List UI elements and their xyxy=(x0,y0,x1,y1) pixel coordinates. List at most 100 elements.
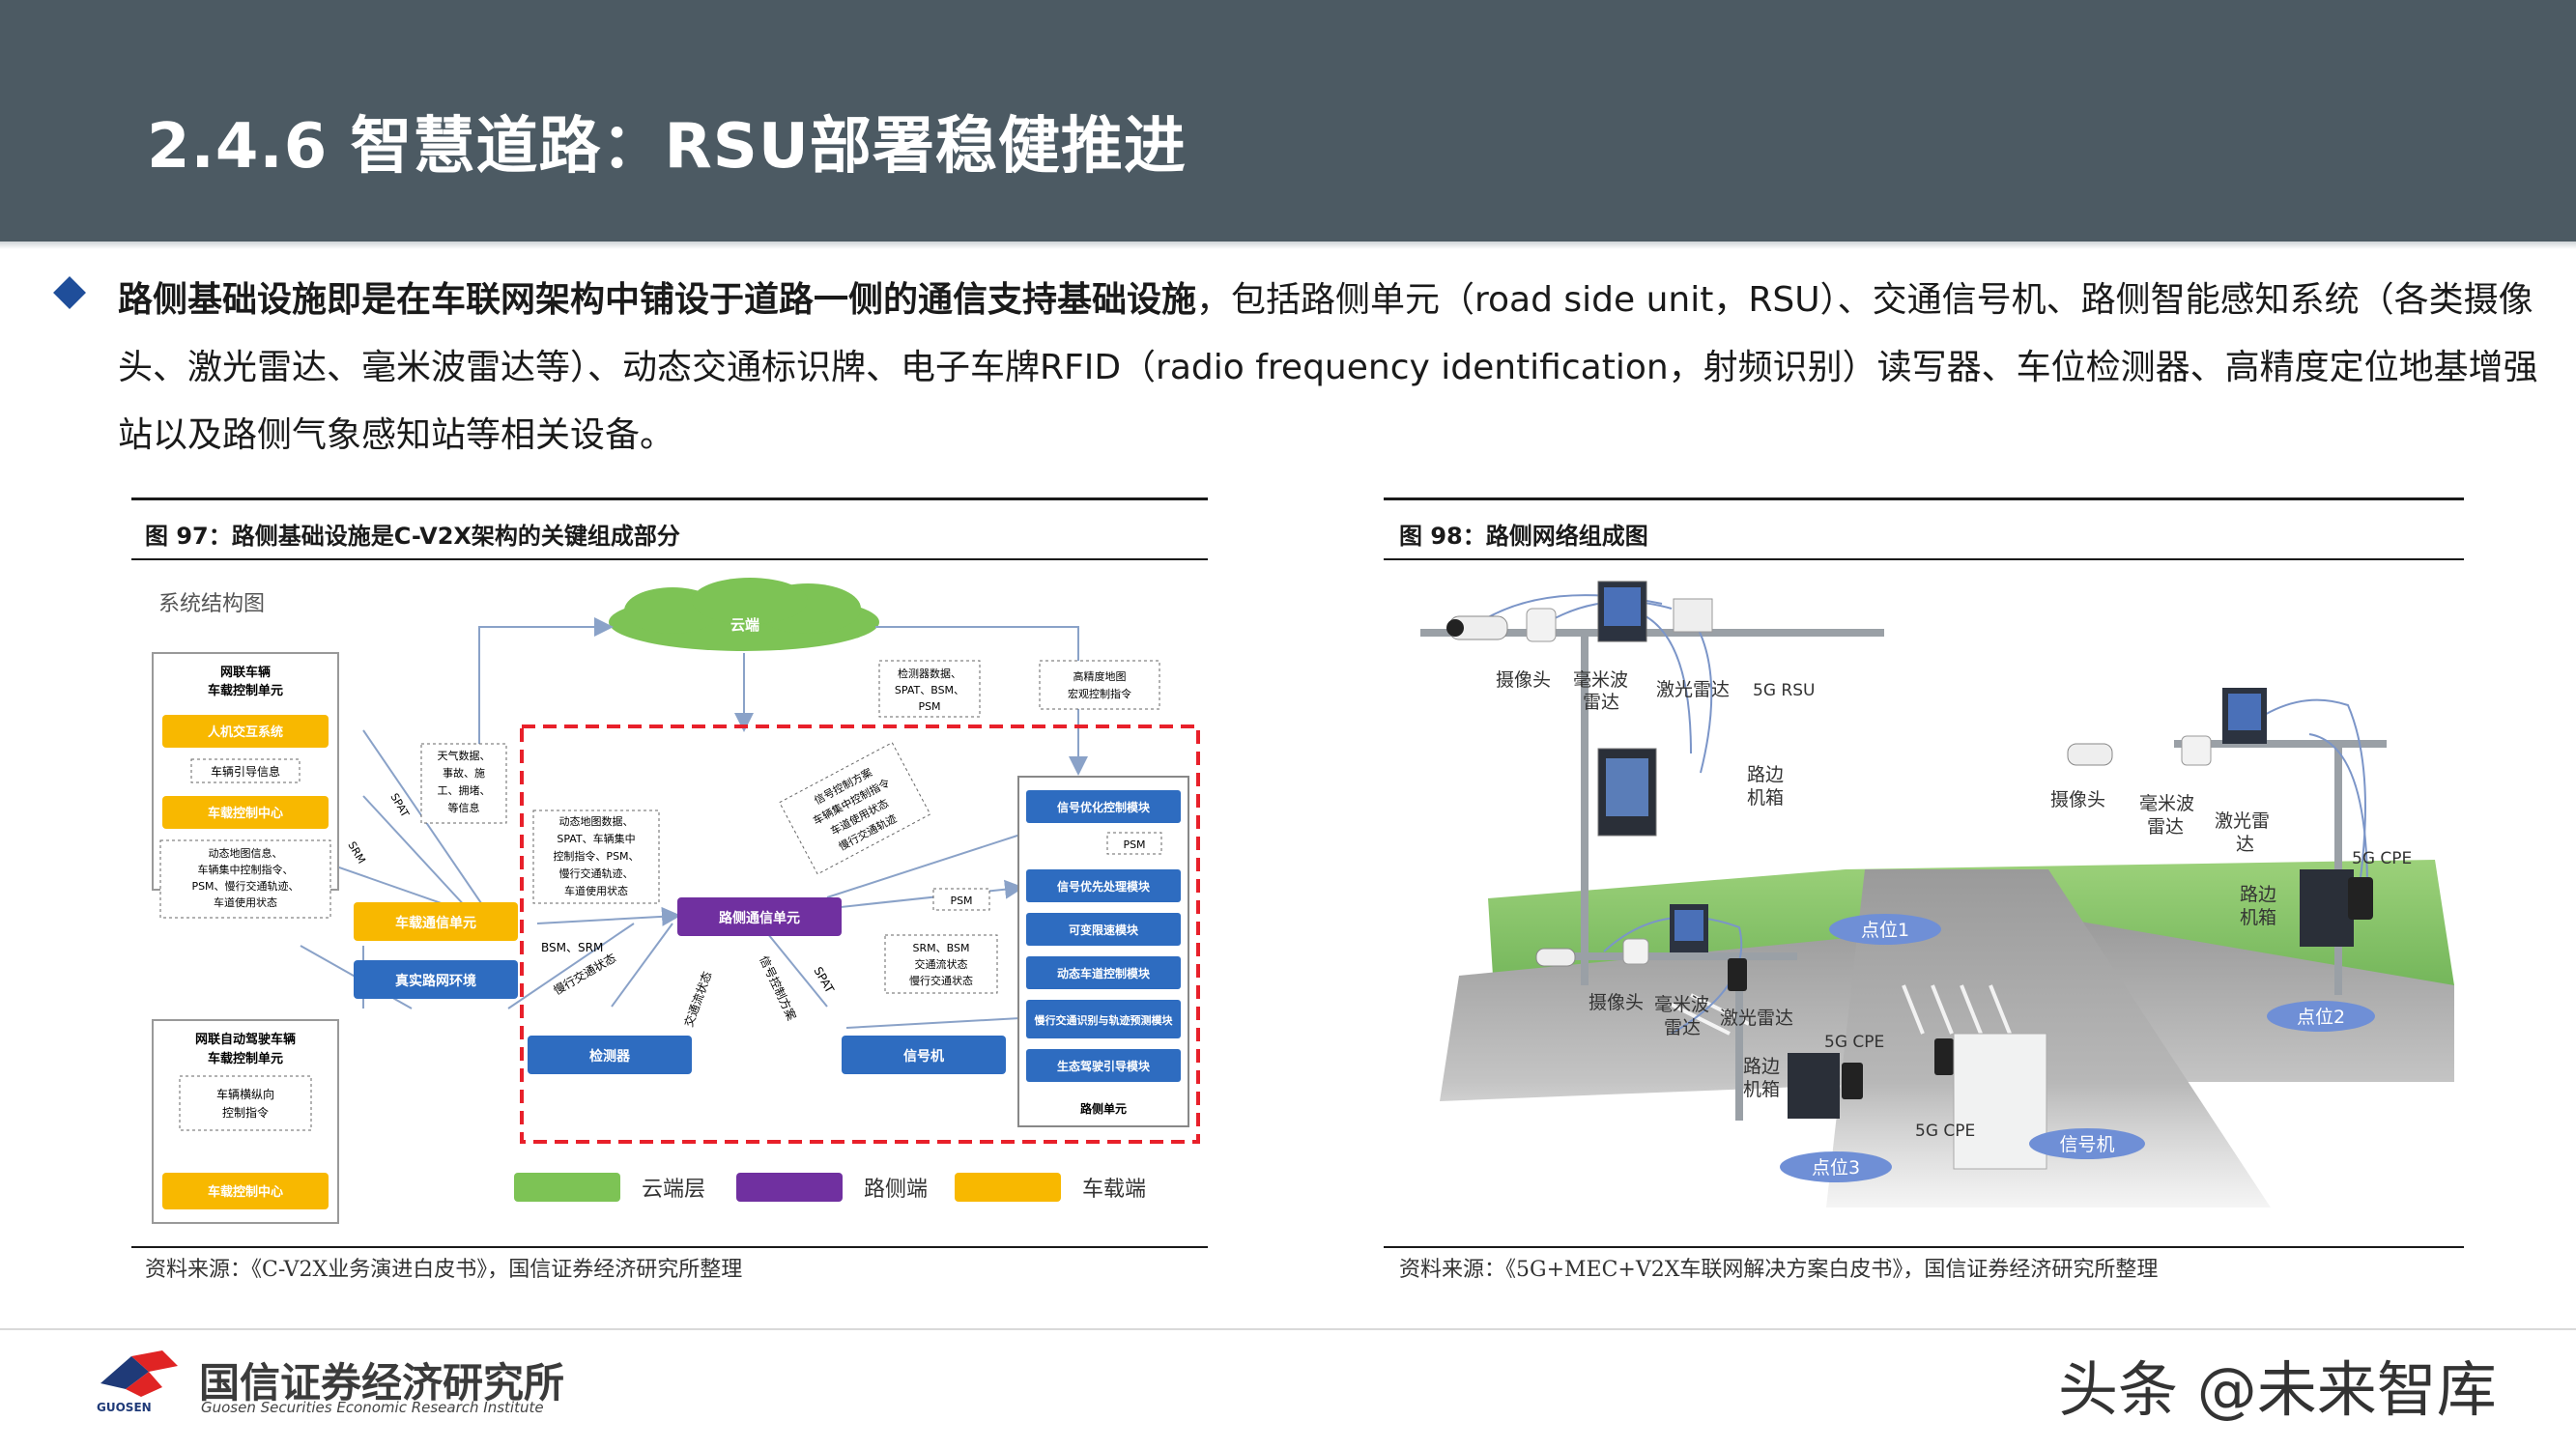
fig97-top-rule xyxy=(131,497,1208,500)
module-0: 信号优化控制模块 xyxy=(1057,800,1151,814)
lbl-lidar-b-1: 达 xyxy=(2236,834,2254,855)
vcc-label: 车载控制中心 xyxy=(208,806,283,821)
bullet-lead: 路侧基础设施即是在车联网架构中铺设于道路一侧的通信支持基础设施 xyxy=(118,280,1197,320)
srm-bsm-2: 慢行交通状态 xyxy=(909,974,973,987)
fig97-title: 图 97：路侧基础设施是C-V2X架构的关键组成部分 xyxy=(145,523,680,550)
camera-icon-2 xyxy=(2067,743,2113,766)
roadside-box-icon-3 xyxy=(1788,1053,1840,1119)
lbl-mmwave-c-1: 雷达 xyxy=(1664,1017,1701,1038)
diamond-bullet-icon xyxy=(53,276,86,309)
legend-cloud: 云端层 xyxy=(642,1178,705,1202)
lbl-camera-a: 摄像头 xyxy=(1496,669,1551,691)
fig98-roadside-network-illustration: 摄像头 毫米波 雷达 激光雷达 5G RSU 路边 机箱 摄像头 毫米波 雷达 … xyxy=(1382,580,2474,1236)
radar-icon xyxy=(1526,608,1557,642)
dyn-map-1: 车辆集中控制指令、 xyxy=(198,863,294,876)
lbl-cpe-d: 5G CPE xyxy=(1915,1122,1975,1141)
real-road-env: 真实路网环境 xyxy=(395,973,476,989)
legend-roadside: 路侧端 xyxy=(864,1178,928,1202)
signal-marker: 信号机 xyxy=(2029,1128,2145,1159)
module-4: 慢行交通识别与轨迹预测模块 xyxy=(1035,1013,1174,1027)
rsu-icon xyxy=(1673,598,1713,633)
hd-map-1: 宏观控制指令 xyxy=(1068,687,1131,700)
cpe-icon-4 xyxy=(1934,1038,1954,1075)
lbl-camera-b: 摄像头 xyxy=(2050,789,2105,810)
weather-1: 事故、施 xyxy=(443,766,485,780)
det-data-0: 检测器数据、 xyxy=(898,667,961,680)
guosen-logo-icon xyxy=(100,1350,178,1397)
lbl-point3: 点位3 xyxy=(1812,1157,1860,1179)
fig98-title-rule xyxy=(1384,558,2464,560)
camera-icon xyxy=(1446,615,1508,640)
bullet-text: 路侧基础设施即是在车联网架构中铺设于道路一侧的通信支持基础设施，包括路侧单元（r… xyxy=(118,267,2553,469)
watermark: 头条 @未来智库 xyxy=(2058,1354,2497,1425)
camera-icon-3 xyxy=(1535,948,1576,967)
cv-title-1: 网联车辆 xyxy=(220,665,271,680)
company-logo: GUOSEN 国信证券经济研究所 Guosen Securities Econo… xyxy=(93,1345,634,1422)
page-title: 2.4.6 智慧道路：RSU部署稳健推进 xyxy=(147,111,1187,183)
lbl-box-c-0: 路边 xyxy=(1743,1056,1780,1077)
radar-icon-2 xyxy=(2181,735,2212,766)
lbl-mmwave-a-0: 毫米波 xyxy=(1573,669,1628,691)
cpe-icon-2 xyxy=(2348,877,2373,920)
fig97-bottom-rule xyxy=(131,1246,1208,1248)
fig97-architecture-diagram: 系统结构图 云端 网联车辆 车载控制单元 人机交互系统 车辆引导信息 车载控制中… xyxy=(131,564,1208,1231)
dyn-map-3: 车道使用状态 xyxy=(214,895,277,909)
cv-title-2: 车载控制单元 xyxy=(208,683,283,698)
roadside-comm-unit: 路侧通信单元 xyxy=(719,910,800,926)
diagram-heading: 系统结构图 xyxy=(158,592,265,616)
r2v-4: 车道使用状态 xyxy=(564,884,628,897)
footer-divider xyxy=(0,1328,2576,1330)
av-title-2: 车载控制单元 xyxy=(208,1051,283,1066)
lbl-signal: 信号机 xyxy=(2059,1134,2114,1155)
vehicle-comm-unit: 车载通信单元 xyxy=(395,915,476,931)
roadside-unit-label: 路侧单元 xyxy=(1080,1101,1127,1116)
fig97-source: 资料来源：《C-V2X业务演进白皮书》，国信证券经济研究所整理 xyxy=(145,1258,743,1282)
fig98-bottom-rule xyxy=(1384,1246,2464,1248)
r2v-0: 动态地图数据、 xyxy=(559,814,634,828)
legend-roadside-swatch xyxy=(736,1173,843,1202)
fig97-title-rule xyxy=(131,558,1208,560)
lbl-lidar-c: 激光雷达 xyxy=(1720,1008,1793,1029)
srm-label: SRM xyxy=(345,839,367,866)
weather-0: 天气数据、 xyxy=(438,749,491,762)
hd-map-0: 高精度地图 xyxy=(1073,669,1127,683)
srm-bsm-1: 交通流状态 xyxy=(915,957,968,971)
point3-marker: 点位3 xyxy=(1780,1151,1892,1182)
r2v-3: 慢行交通轨迹、 xyxy=(559,867,634,880)
logo-en: Guosen Securities Economic Research Inst… xyxy=(201,1399,544,1416)
srm-bsm-0: SRM、BSM xyxy=(913,942,970,954)
title-bar: 2.4.6 智慧道路：RSU部署稳健推进 xyxy=(0,0,2576,242)
point2-marker: 点位2 xyxy=(2267,1001,2375,1032)
lbl-lidar-a: 激光雷达 xyxy=(1656,679,1730,700)
traffic-flow: 交通流状态 xyxy=(681,969,715,1029)
signal-machine-label: 信号机 xyxy=(903,1048,944,1065)
lbl-mmwave-b-0: 毫米波 xyxy=(2139,793,2194,814)
av-title-1: 网联自动驾驶车辆 xyxy=(195,1032,296,1047)
dyn-map-0: 动态地图信息、 xyxy=(209,846,283,860)
bsm-srm: BSM、SRM xyxy=(541,941,603,954)
fig98-title: 图 98：路侧网络组成图 xyxy=(1399,523,1648,550)
lbl-box-b-0: 路边 xyxy=(2240,884,2276,905)
lbl-cpe-b: 5G CPE xyxy=(2352,849,2412,868)
module-5: 生态驾驶引导模块 xyxy=(1057,1059,1151,1073)
lbl-point2: 点位2 xyxy=(2297,1007,2345,1028)
lbl-cpe-c: 5G CPE xyxy=(1824,1033,1884,1052)
lbl-lidar-b-0: 激光雷 xyxy=(2215,810,2270,832)
psm2-label: PSM xyxy=(950,895,972,907)
cloud-label: 云端 xyxy=(730,616,759,634)
lbl-point1: 点位1 xyxy=(1861,920,1909,941)
lbl-box-a-0: 路边 xyxy=(1747,764,1784,785)
roadside-region xyxy=(520,724,1200,1144)
module-3: 动态车道控制模块 xyxy=(1057,966,1151,980)
weather-2: 工、拥堵、 xyxy=(438,783,491,797)
r2v-2: 控制指令、PSM、 xyxy=(553,849,639,863)
header-divider xyxy=(0,242,2576,249)
det-data-2: PSM xyxy=(918,700,940,713)
legend-cloud-swatch xyxy=(514,1173,620,1202)
lbl-box-a-1: 机箱 xyxy=(1747,787,1784,809)
lbl-box-b-1: 机箱 xyxy=(2240,907,2276,928)
logo-abbrev: GUOSEN xyxy=(97,1401,152,1414)
r2v-1: SPAT、车辆集中 xyxy=(557,832,635,845)
bullet-rest: ，包括路侧单元（road side unit，RSU）、交通信号机、路侧智能感知… xyxy=(118,280,2538,455)
psm-label: PSM xyxy=(1123,838,1145,851)
